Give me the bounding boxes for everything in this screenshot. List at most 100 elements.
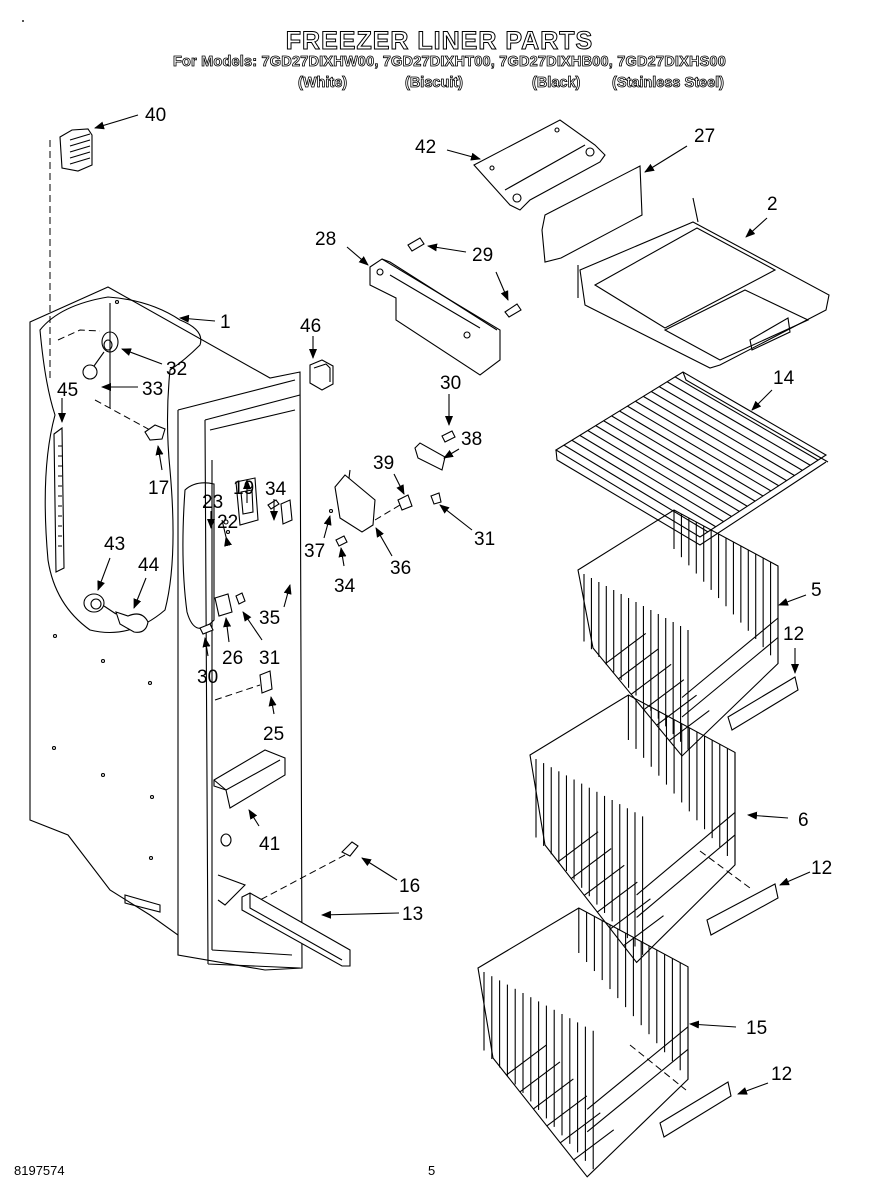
alignment-line [629, 1044, 687, 1091]
callout-5[interactable]: 5 [778, 580, 822, 606]
part-12-trim-b[interactable] [706, 883, 779, 936]
callout-34a[interactable]: 34 [265, 479, 287, 521]
part-35-bracket[interactable] [280, 499, 293, 525]
wire [658, 386, 803, 471]
wire [643, 395, 787, 482]
part-30-screw-b[interactable] [441, 430, 456, 443]
callout-36[interactable]: 36 [375, 527, 411, 579]
part-13-bar[interactable] [241, 892, 351, 967]
callout-23[interactable]: 23 [202, 492, 223, 529]
svg-text:15: 15 [746, 1018, 767, 1039]
part-12-trim-c[interactable] [659, 1081, 732, 1138]
part-40-clip[interactable] [59, 128, 93, 172]
wire [635, 400, 780, 487]
callout-31a[interactable]: 31 [242, 611, 280, 669]
callout-28[interactable]: 28 [315, 229, 369, 266]
callout-29a[interactable]: 29 [427, 243, 493, 266]
callout-31b[interactable]: 31 [439, 504, 495, 550]
callout-16[interactable]: 16 [361, 857, 420, 897]
callout-12b[interactable]: 12 [779, 858, 832, 886]
callout-22[interactable]: 22 [217, 512, 238, 547]
svg-text:29: 29 [472, 245, 493, 266]
callout-35[interactable]: 35 [259, 584, 292, 629]
callout-12c[interactable]: 12 [737, 1064, 792, 1095]
part-44-lamp-bulb[interactable] [103, 605, 149, 633]
svg-text:34: 34 [334, 576, 356, 597]
part-27-panel[interactable] [541, 165, 643, 263]
part-45-rail[interactable] [53, 426, 65, 573]
callout-15[interactable]: 15 [689, 1018, 767, 1039]
callout-37[interactable]: 37 [304, 515, 332, 562]
page-title: FREEZER LINER PARTS [285, 27, 594, 55]
callout-12a[interactable]: 12 [783, 624, 804, 674]
callout-42[interactable]: 42 [415, 137, 481, 161]
wire [611, 415, 756, 502]
callout-30a[interactable]: 30 [197, 637, 218, 688]
svg-text:37: 37 [304, 541, 325, 562]
callout-19[interactable]: 19 [233, 478, 254, 503]
svg-text:36: 36 [390, 558, 411, 579]
wire [586, 1026, 689, 1110]
part-30-screw[interactable] [199, 623, 214, 635]
part-31-plug-b[interactable] [430, 492, 442, 505]
callout-32[interactable]: 32 [121, 348, 187, 380]
wire [603, 420, 748, 507]
part-38-bracket[interactable] [414, 442, 446, 471]
svg-text:17: 17 [148, 478, 169, 499]
part-22-clip[interactable] [223, 519, 231, 535]
callout-17[interactable]: 17 [148, 445, 169, 499]
part-39-knob[interactable] [397, 494, 413, 511]
svg-text:33: 33 [142, 379, 163, 400]
callout-27[interactable]: 27 [644, 126, 715, 173]
callout-34b[interactable]: 34 [334, 547, 356, 597]
wire [587, 430, 732, 517]
svg-text:13: 13 [402, 904, 423, 925]
wire [681, 637, 779, 718]
callout-38[interactable]: 38 [443, 429, 482, 459]
color-stainless-steel: (Stainless Steel) [612, 75, 725, 92]
callout-41[interactable]: 41 [248, 809, 280, 855]
part-25-connector[interactable] [259, 670, 273, 694]
callout-2[interactable]: 2 [745, 194, 778, 238]
part-41-cover[interactable] [213, 749, 286, 847]
scan-speck [22, 20, 24, 22]
part-33-bulb[interactable] [82, 351, 105, 380]
part-1-freezer-liner[interactable] [29, 286, 303, 971]
callout-40[interactable]: 40 [94, 105, 166, 130]
callout-30b[interactable]: 30 [440, 373, 461, 426]
part-16-screw[interactable] [341, 841, 359, 857]
part-29-screw-lower[interactable] [504, 303, 522, 318]
part-12-trim-a[interactable] [727, 676, 799, 731]
part-26-switch[interactable] [214, 593, 233, 617]
callout-39[interactable]: 39 [373, 453, 405, 495]
callout-26[interactable]: 26 [222, 617, 243, 669]
callout-43[interactable]: 43 [97, 534, 125, 591]
callout-14[interactable]: 14 [751, 368, 795, 411]
part-31-plug[interactable] [235, 592, 246, 605]
callout-25[interactable]: 25 [263, 696, 284, 745]
part-43-lamp-socket[interactable] [83, 593, 105, 613]
part-34-screw-b[interactable] [335, 535, 348, 547]
callout-13[interactable]: 13 [321, 904, 423, 925]
part-28-housing[interactable] [369, 258, 501, 376]
part-17-hanger[interactable] [144, 424, 166, 441]
part-15-wire-basket[interactable] [477, 907, 689, 1178]
callout-1[interactable]: 1 [179, 312, 231, 333]
part-37-pin [328, 508, 334, 514]
part-6-wire-basket[interactable] [529, 694, 736, 964]
part-42-hinge-bracket[interactable] [473, 119, 606, 211]
part-2-shelf-frame[interactable] [577, 197, 830, 369]
callout-6[interactable]: 6 [747, 810, 809, 831]
callout-33[interactable]: 33 [101, 379, 163, 400]
part-46-cover[interactable] [309, 359, 334, 391]
model-colors: (White) (Biscuit) (Black) (Stainless Ste… [0, 75, 869, 93]
callout-45[interactable]: 45 [57, 380, 78, 423]
part-14-wire-shelf[interactable] [554, 371, 829, 546]
part-36-cover-plate[interactable] [334, 469, 376, 533]
callout-44[interactable]: 44 [133, 555, 160, 609]
part-29-screw-upper[interactable] [407, 237, 425, 252]
callout-46[interactable]: 46 [300, 316, 321, 359]
document-number: 8197574 [14, 1163, 65, 1178]
svg-text:35: 35 [259, 608, 280, 629]
